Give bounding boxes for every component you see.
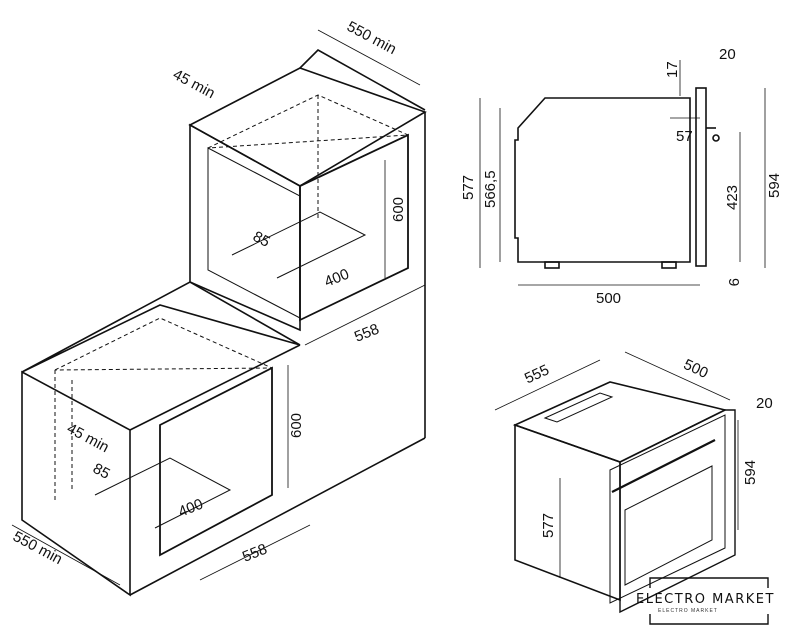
watermark-frame bbox=[649, 577, 769, 625]
label-side-500: 500 bbox=[596, 290, 622, 307]
oven-iso-view bbox=[494, 351, 739, 614]
label-iso-594: 594 bbox=[742, 459, 759, 485]
under-counter-cabinet bbox=[11, 281, 426, 597]
label-side-594: 594 bbox=[766, 172, 783, 198]
label-iso-577: 577 bbox=[540, 512, 557, 538]
label-side-577: 577 bbox=[460, 174, 477, 200]
label-foot-9: 9 bbox=[725, 278, 742, 287]
electro-market-watermark: ELECTRO MARKET ELECTRO MARKET bbox=[636, 578, 776, 624]
label-column-height: 600 bbox=[390, 196, 407, 222]
label-top-17: 17 bbox=[664, 61, 681, 78]
label-panel-57: 57 bbox=[676, 128, 693, 145]
label-side-423: 423 bbox=[724, 184, 741, 210]
watermark-title: ELECTRO MARKET bbox=[636, 592, 775, 607]
label-door-20: 20 bbox=[719, 46, 736, 63]
column-cabinet bbox=[188, 29, 427, 438]
label-iso-20: 20 bbox=[756, 395, 773, 412]
label-side-566-5: 566,5 bbox=[482, 170, 499, 208]
watermark-subtitle: ELECTRO MARKET bbox=[658, 608, 718, 614]
label-lower-height: 600 bbox=[288, 412, 305, 438]
oven-side-view bbox=[479, 60, 766, 286]
